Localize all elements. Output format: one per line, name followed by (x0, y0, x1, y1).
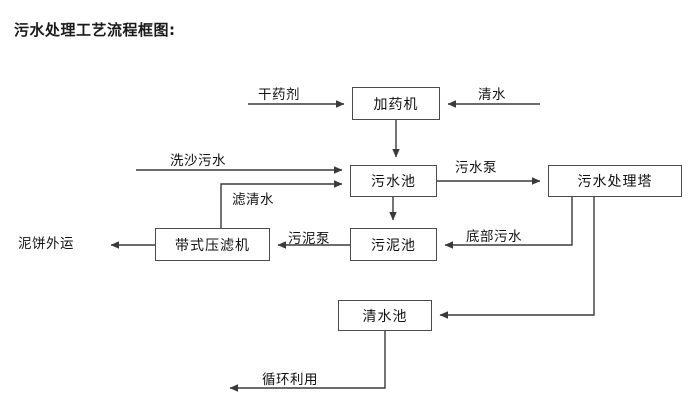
edge-label-sand-washing-sewage: 洗沙污水 (170, 153, 226, 169)
node-belt-filter-press[interactable]: 带式压滤机 (155, 228, 270, 261)
edge-bottom-sewage (444, 197, 573, 249)
edge-label-recycle-reuse: 循环利用 (262, 372, 318, 388)
edge-label-sludge-pump: 污泥泵 (288, 231, 330, 247)
node-sewage-treatment-tower-label: 污水处理塔 (577, 174, 653, 190)
edge-label-filtered-clear-water: 滤清水 (232, 192, 274, 208)
node-dosing-machine[interactable]: 加药机 (352, 87, 440, 120)
node-sludge-pool[interactable]: 污泥池 (350, 228, 437, 261)
edge-recycle-reuse (229, 330, 386, 392)
node-sewage-pool[interactable]: 污水池 (350, 165, 437, 197)
node-clean-water-pool-label: 清水池 (362, 308, 408, 325)
edge-label-bottom-sewage: 底部污水 (466, 229, 522, 245)
edge-label-dry-reagent: 干药剂 (258, 87, 300, 103)
edge-filtered-clear-water (220, 180, 343, 228)
edge-label-mud-cake-output: 泥饼外运 (18, 236, 74, 252)
node-dosing-machine-label: 加药机 (373, 96, 419, 113)
node-clean-water-pool[interactable]: 清水池 (338, 300, 432, 331)
node-belt-filter-press-label: 带式压滤机 (175, 237, 250, 254)
edge-label-clean-water-in: 清水 (478, 87, 506, 103)
node-sludge-pool-label: 污泥池 (371, 237, 416, 254)
node-sewage-pool-label: 污水池 (371, 174, 416, 190)
edge-label-sewage-pump: 污水泵 (455, 160, 497, 176)
node-sewage-treatment-tower[interactable]: 污水处理塔 (548, 165, 682, 197)
page-title: 污水处理工艺流程框图: (14, 21, 176, 39)
edge-tower-to-clean-water-pool (439, 197, 595, 319)
